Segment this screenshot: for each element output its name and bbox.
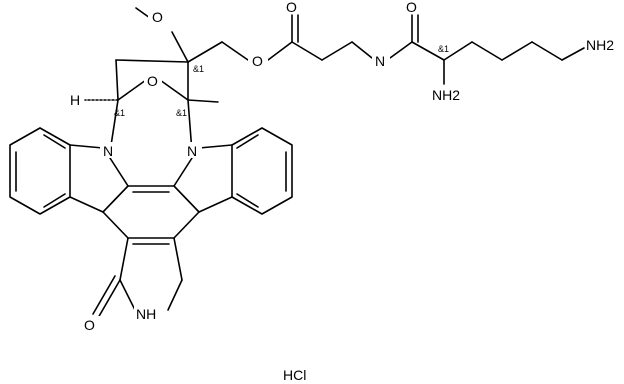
central-benzene-ring	[102, 185, 200, 245]
atom-nh2-terminal: NH2	[586, 37, 614, 53]
atom-nh2-alpha: NH2	[432, 87, 460, 103]
atom-o-ester-single: O	[252, 53, 263, 69]
atom-o-methoxy: O	[152, 9, 163, 25]
atom-n-indole-left: N	[103, 143, 113, 159]
salt-label: HCl	[283, 367, 306, 383]
sugar-bridge	[84, 59, 219, 153]
stereo-labels: &1 &1 &1 &1	[114, 44, 449, 118]
atom-o-lactam: O	[84, 317, 95, 333]
stereo-label-1: &1	[193, 64, 204, 74]
stereo-label-3: &1	[176, 108, 187, 118]
atom-h-stereo: H	[70, 92, 80, 108]
lactam-ring	[92, 237, 183, 319]
atom-o-amide-carbonyl: O	[406, 0, 417, 15]
stereo-label-4: &1	[438, 44, 449, 54]
right-pyrrole-ring	[173, 144, 233, 213]
atom-o-ester-carbonyl: O	[286, 0, 297, 15]
atom-n-indole-right: N	[187, 143, 197, 159]
left-benzene-ring	[9, 127, 71, 215]
right-benzene-ring	[231, 127, 293, 215]
atom-n-amide: N	[375, 53, 385, 69]
atom-o-bridge: O	[147, 73, 158, 89]
atom-nh-lactam: NH	[136, 306, 156, 322]
side-chain	[135, 7, 585, 85]
atom-labels: O O O N O NH2 NH2 O H N N NH O	[70, 0, 614, 333]
stereo-label-2: &1	[114, 108, 125, 118]
left-pyrrole-ring	[69, 144, 129, 213]
